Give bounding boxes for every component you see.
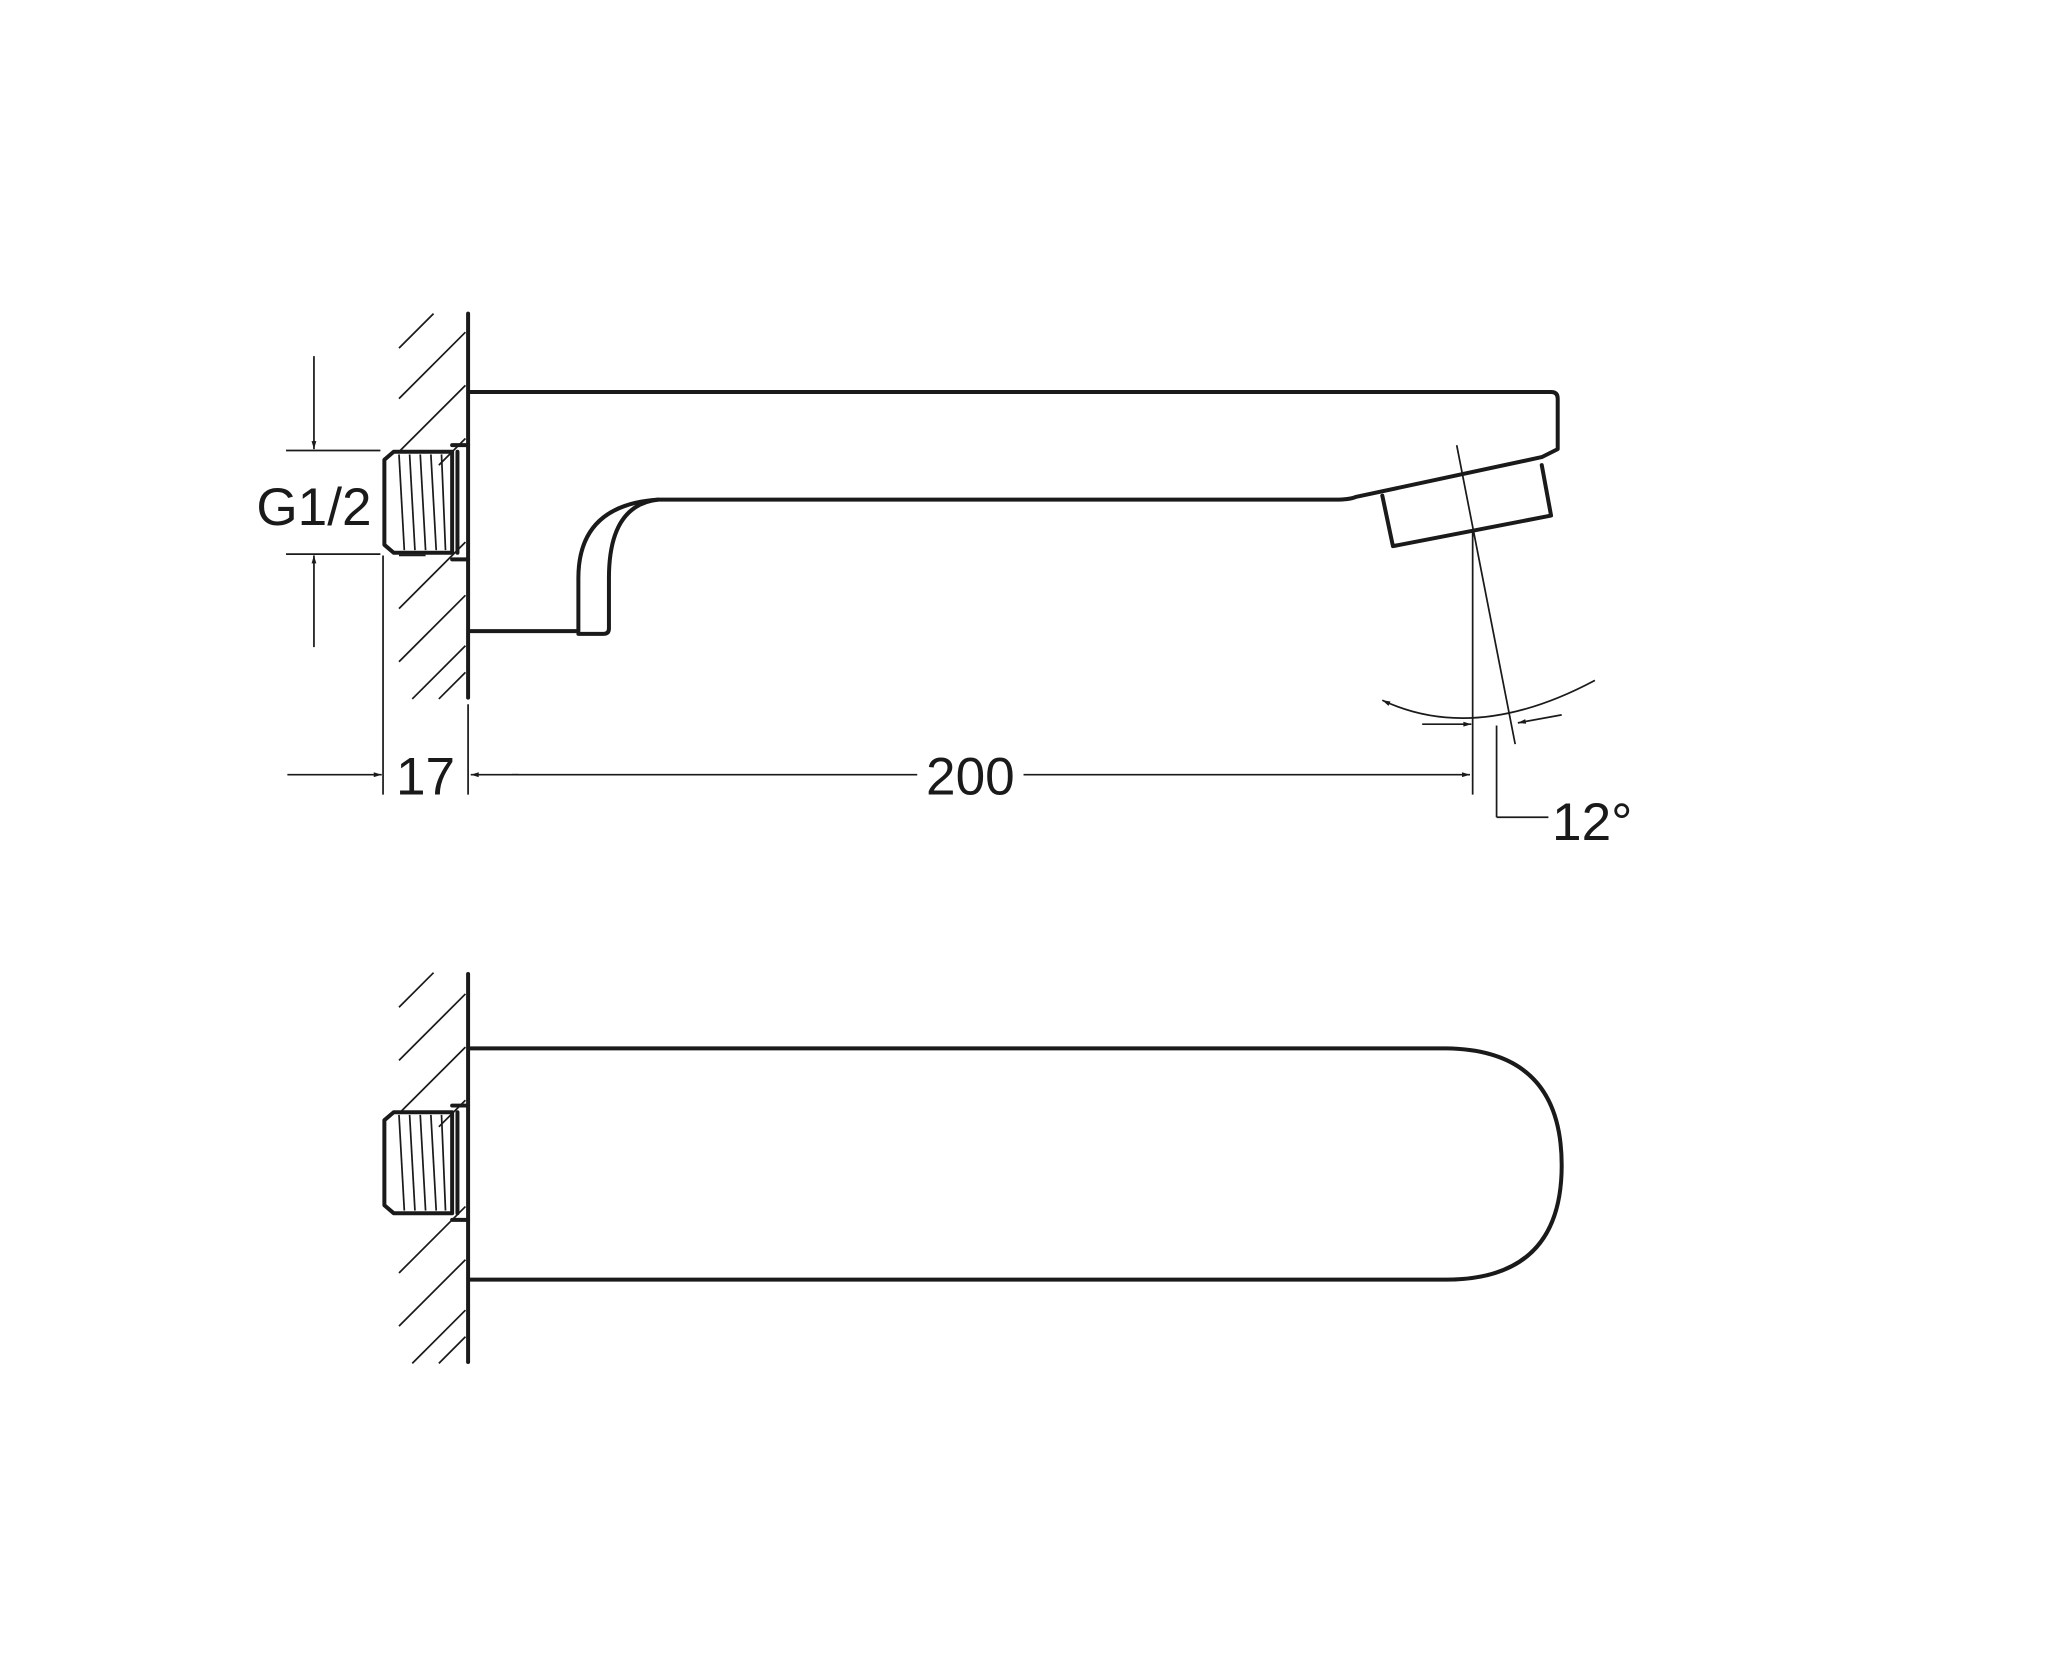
thread-size-label: G1/2 — [256, 478, 371, 537]
side-view: G1/2 17 200 12° — [256, 311, 1632, 852]
aerator-outlet — [1380, 463, 1554, 549]
thread-connector — [382, 443, 471, 562]
angle-label: 12° — [1552, 793, 1632, 852]
projection-label: 200 — [926, 748, 1015, 807]
top-view — [382, 972, 1564, 1365]
wall-offset-label: 17 — [396, 748, 455, 807]
spout-body-side — [468, 390, 1560, 634]
spout-body-top — [468, 1046, 1564, 1282]
